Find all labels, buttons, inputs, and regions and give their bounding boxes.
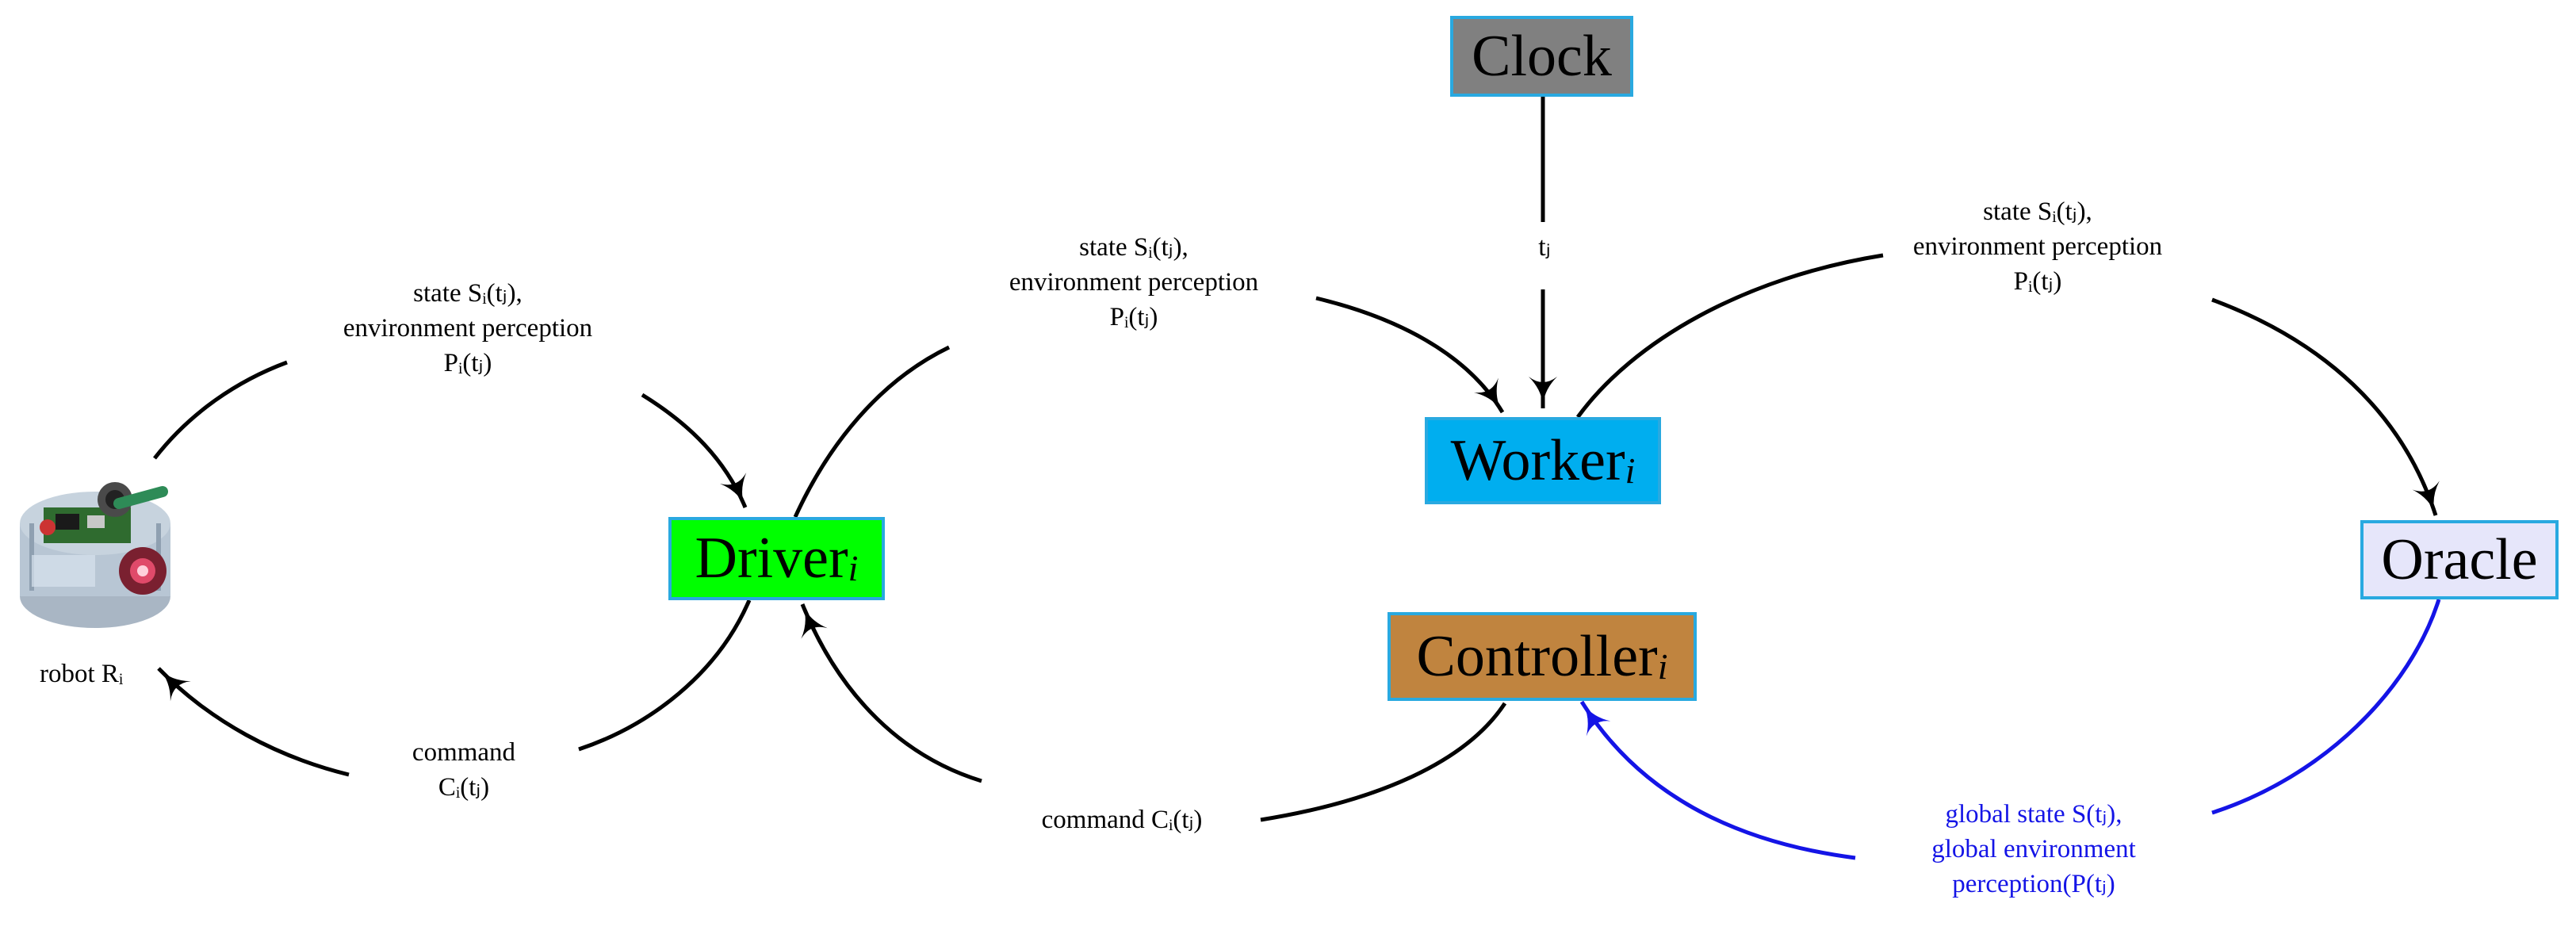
oracle-to-controller-label: global state S(tⱼ), global environment p… xyxy=(1859,797,2208,902)
oracle-label: Oracle xyxy=(2381,526,2538,592)
edge-worker-to-oracle xyxy=(2211,297,2440,516)
worker-to-oracle-line-2: environment perception xyxy=(1912,232,2163,261)
clock-label: Clock xyxy=(1472,23,1612,89)
robot-image xyxy=(20,482,170,628)
controller-to-driver-label: command Cᵢ(tⱼ) xyxy=(1041,806,1203,834)
edge-driver-to-worker-start xyxy=(793,345,951,519)
controller-label: Controller xyxy=(1416,623,1658,689)
robot-to-driver-label: state Sᵢ(tⱼ), environment perception Pᵢ(… xyxy=(301,276,634,381)
driver-to-robot-line-2: Cᵢ(tⱼ) xyxy=(438,773,490,802)
oracle-to-controller-line-2: global environment xyxy=(1931,835,2136,863)
driver-to-robot-label: command Cᵢ(tⱼ) xyxy=(361,735,567,805)
driver-subscript: i xyxy=(848,548,859,588)
worker-to-oracle-line-3: Pᵢ(tⱼ) xyxy=(2013,267,2062,296)
clock-to-worker-label: tⱼ xyxy=(1538,232,1551,262)
edge-robot-to-driver xyxy=(641,392,748,508)
oracle-node: Oracle xyxy=(2360,520,2559,599)
robot-to-driver-line-3: Pᵢ(tⱼ) xyxy=(443,349,492,377)
edge-driver-to-worker xyxy=(1315,296,1505,414)
oracle-to-controller-line-3: perception(P(tⱼ) xyxy=(1952,870,2115,898)
driver-label: Driver xyxy=(695,526,848,591)
driver-to-worker-line-3: Pᵢ(tⱼ) xyxy=(1109,303,1158,331)
robot-label: robot Rᵢ xyxy=(40,660,124,688)
driver-to-robot-line-1: command xyxy=(411,738,516,767)
worker-to-oracle-label: state Sᵢ(tⱼ), environment perception Pᵢ(… xyxy=(1871,194,2204,299)
edge-controller-to-driver xyxy=(800,603,982,783)
controller-subscript: i xyxy=(1657,645,1668,687)
clock-node: Clock xyxy=(1450,16,1633,97)
driver-to-worker-line-2: environment perception xyxy=(1009,268,1259,297)
driver-to-worker-line-1: state Sᵢ(tⱼ), xyxy=(1079,233,1188,262)
robot-to-driver-line-2: environment perception xyxy=(343,314,593,343)
edge-oracle-to-controller-start xyxy=(2211,599,2441,815)
edge-robot-to-driver-start xyxy=(153,360,288,460)
edge-worker-to-oracle-start xyxy=(1575,253,1884,419)
edge-driver-to-robot xyxy=(157,667,350,777)
edge-driver-to-robot-start xyxy=(578,599,752,752)
robot-to-driver-line-1: state Sᵢ(tⱼ), xyxy=(413,279,522,308)
worker-subscript: i xyxy=(1625,450,1636,491)
edge-oracle-to-controller xyxy=(1579,700,1856,860)
worker-label: Worker xyxy=(1450,427,1625,493)
driver-to-worker-label: state Sᵢ(tⱼ), environment perception Pᵢ(… xyxy=(959,230,1308,335)
worker-to-oracle-line-1: state Sᵢ(tⱼ), xyxy=(1983,197,2092,226)
oracle-to-controller-line-1: global state S(tⱼ), xyxy=(1945,800,2122,829)
edge-controller-to-driver-start xyxy=(1260,702,1507,822)
